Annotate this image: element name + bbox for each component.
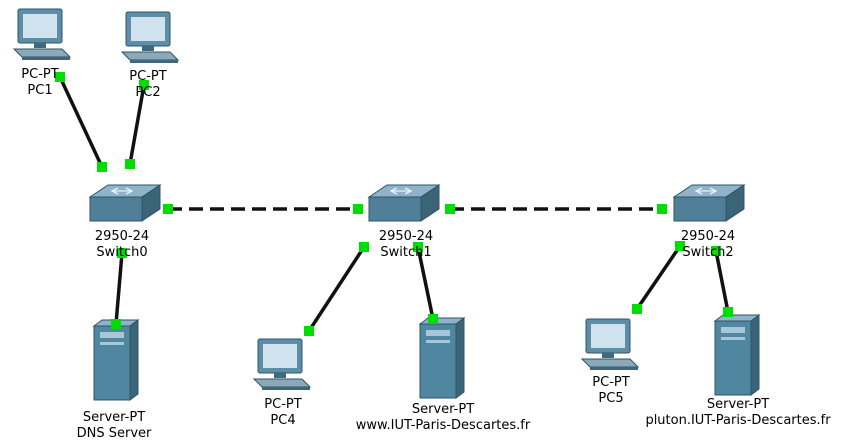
switch0-model: 2950-24 (94, 229, 150, 244)
switch1-name: Switch1 (380, 245, 432, 260)
pc2-model: PC-PT (129, 69, 167, 84)
link-pc2-switch0[interactable] (128, 84, 146, 165)
switch2-label: 2950-24 Switch2 (681, 229, 735, 261)
switch0-label: 2950-24 Switch0 (95, 229, 149, 261)
link-light (428, 314, 438, 324)
link-light (359, 242, 369, 252)
link-switch0-dns[interactable] (114, 252, 124, 325)
switch1-label: 2950-24 Switch1 (379, 229, 433, 261)
pc-icon[interactable] (252, 338, 312, 390)
pluton-model: Server-PT (706, 397, 770, 412)
link-light (117, 248, 127, 258)
dns-model: Server-PT (82, 410, 146, 425)
link-light (723, 307, 733, 317)
link-pc1-switch0[interactable] (58, 76, 104, 168)
switch2-name: Switch2 (682, 245, 734, 260)
server-icon[interactable] (418, 317, 466, 399)
switch2-model: 2950-24 (680, 229, 736, 244)
switch1-model: 2950-24 (378, 229, 434, 244)
link-light (139, 80, 149, 90)
links-layer (58, 76, 730, 332)
link-light (413, 242, 423, 252)
link-light (55, 72, 65, 82)
pc1-name: PC1 (27, 83, 53, 98)
switch0-name: Switch0 (96, 245, 148, 260)
pc5-model: PC-PT (592, 375, 630, 390)
link-light (97, 162, 107, 172)
pc5-name: PC5 (598, 391, 624, 406)
link-light (125, 159, 135, 169)
dns-name: DNS Server (76, 426, 152, 441)
pluton-label: Server-PT pluton.IUT-Paris-Descartes.fr (645, 397, 830, 429)
pc5-label: PC-PT PC5 (592, 375, 629, 407)
link-light (163, 204, 173, 214)
link-switch1-www[interactable] (416, 246, 435, 320)
link-light (445, 204, 455, 214)
link-light (675, 241, 685, 251)
www-name: www.IUT-Paris-Descartes.fr (355, 418, 531, 433)
pc1-label: PC-PT PC1 (21, 67, 58, 99)
switch-icon[interactable] (88, 184, 162, 222)
devices-layer (12, 8, 761, 401)
pluton-name: pluton.IUT-Paris-Descartes.fr (645, 413, 831, 428)
switch-icon[interactable] (367, 184, 441, 222)
switch-icon[interactable] (672, 184, 746, 222)
link-light (304, 326, 314, 336)
link-switch2-pc5[interactable] (635, 245, 682, 310)
link-light (353, 204, 363, 214)
pc2-label: PC-PT PC2 (129, 69, 166, 101)
www-model: Server-PT (411, 402, 475, 417)
pc4-model: PC-PT (264, 397, 302, 412)
pc4-name: PC4 (270, 413, 296, 428)
link-switch2-pluton[interactable] (714, 250, 730, 313)
pc-icon[interactable] (120, 11, 180, 63)
ports-layer (55, 72, 733, 336)
server-icon[interactable] (92, 319, 140, 401)
pc-icon[interactable] (580, 318, 640, 370)
link-light (657, 204, 667, 214)
link-switch1-pc4[interactable] (307, 246, 366, 332)
pc2-name: PC2 (135, 85, 161, 100)
pc1-model: PC-PT (21, 67, 59, 82)
link-light (632, 304, 642, 314)
link-light (711, 246, 721, 256)
www-label: Server-PT www.IUT-Paris-Descartes.fr (356, 402, 530, 434)
server-icon[interactable] (713, 314, 761, 396)
pc-icon[interactable] (12, 8, 72, 60)
dns-label: Server-PT DNS Server (77, 410, 152, 442)
link-light (111, 319, 121, 329)
pc4-label: PC-PT PC4 (264, 397, 301, 429)
